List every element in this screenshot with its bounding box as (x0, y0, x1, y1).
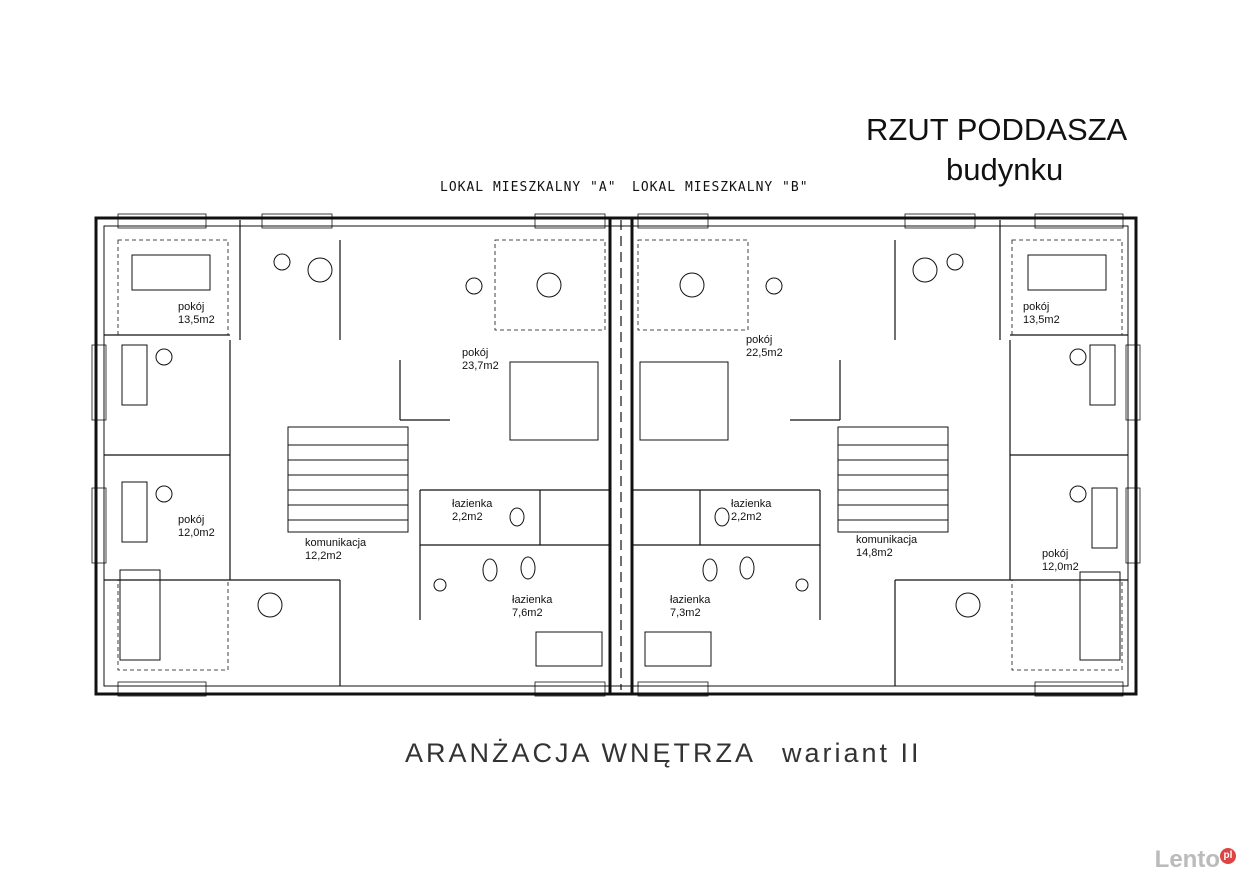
roof-lines (117, 239, 1123, 671)
room-labels: pokój13,5m2pokój12,0m2pokój23,7m2komunik… (178, 301, 1079, 619)
room-area: 2,2m2 (731, 511, 762, 523)
walls (94, 216, 1138, 696)
windows (91, 213, 1141, 697)
room-name: łazienka (670, 594, 711, 606)
plan-title: RZUT PODDASZA (866, 112, 1128, 147)
room-name: komunikacja (305, 537, 367, 549)
room-area: 12,0m2 (1042, 561, 1079, 573)
furniture (119, 253, 1121, 667)
room-name: pokój (178, 514, 204, 526)
room-name: łazienka (731, 498, 772, 510)
room-name: łazienka (452, 498, 493, 510)
watermark-brand: Lento (1154, 846, 1220, 873)
plan-subtitle: budynku (946, 152, 1064, 187)
room-area: 12,0m2 (178, 527, 215, 539)
room-area: 14,8m2 (856, 547, 893, 559)
room-name: pokój (178, 301, 204, 313)
room-area: 7,6m2 (512, 607, 543, 619)
footer-variant: wariant II (782, 738, 922, 768)
unit-a-label: LOKAL MIESZKALNY "A" (440, 180, 617, 195)
room-name: pokój (1023, 301, 1049, 313)
room-name: pokój (746, 334, 772, 346)
room-name: łazienka (512, 594, 553, 606)
room-area: 23,7m2 (462, 360, 499, 372)
room-area: 2,2m2 (452, 511, 483, 523)
room-area: 22,5m2 (746, 347, 783, 359)
room-area: 13,5m2 (178, 314, 215, 326)
room-name: komunikacja (856, 534, 918, 546)
unit-b-label: LOKAL MIESZKALNY "B" (632, 180, 809, 195)
room-name: pokój (1042, 548, 1068, 560)
room-area: 12,2m2 (305, 550, 342, 562)
stairs (287, 426, 949, 533)
room-name: pokój (462, 347, 488, 359)
room-area: 13,5m2 (1023, 314, 1060, 326)
footer-title: ARANŻACJA WNĘTRZA (405, 738, 757, 768)
room-area: 7,3m2 (670, 607, 701, 619)
watermark-tld: pl (1220, 848, 1236, 864)
